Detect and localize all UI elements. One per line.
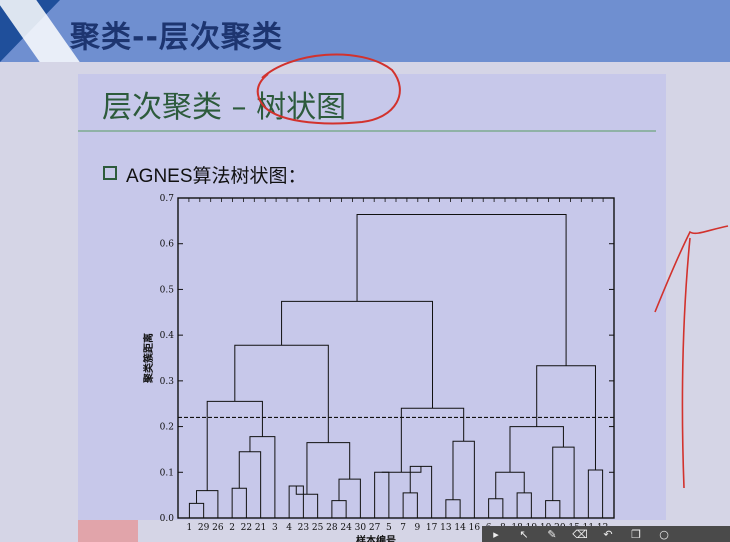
leaf-label: 14 — [454, 523, 466, 533]
title-band — [0, 0, 730, 62]
leaf-label: 26 — [212, 523, 224, 533]
slide-heading: 层次聚类 – 树状图 — [102, 90, 347, 125]
dendrogram-link — [552, 446, 575, 518]
bullet-text: AGNES算法树状图： — [126, 166, 307, 187]
dendrogram-link — [356, 213, 567, 366]
play-icon[interactable]: ▸ — [493, 527, 499, 541]
copy-icon[interactable]: ❐ — [631, 527, 641, 541]
pen-icon[interactable]: ✎ — [547, 527, 557, 541]
bullet-square-icon — [103, 166, 117, 180]
dendrogram-link — [409, 465, 433, 518]
leaf-label: 2 — [229, 523, 235, 533]
ink-stroke-annotation — [681, 237, 691, 489]
dendrogram-link — [374, 471, 390, 518]
y-tick-label: 0.1 — [160, 468, 174, 478]
leaf-label: 29 — [198, 523, 210, 533]
y-tick-label: 0.5 — [160, 285, 175, 295]
leaf-label: 7 — [400, 523, 406, 533]
more-icon[interactable]: ○ — [659, 527, 669, 541]
dendrogram-link — [587, 469, 604, 518]
presentation-toolbar: ▸ ↖ ✎ ⌫ ↶ ❐ ○ — [482, 526, 730, 542]
y-tick-label: 0.6 — [160, 240, 175, 250]
leaf-label: 22 — [241, 523, 252, 533]
leaf-label: 23 — [298, 523, 310, 533]
leaf-label: 17 — [426, 523, 438, 533]
y-tick-label: 0.4 — [160, 331, 175, 341]
dendrogram-link — [206, 400, 263, 491]
dendrogram-link — [445, 499, 461, 518]
y-axis-label: 聚类簇距离 — [142, 333, 155, 384]
dendrogram-link — [381, 466, 422, 473]
undo-icon[interactable]: ↶ — [603, 527, 613, 541]
leaf-label: 13 — [440, 523, 452, 533]
dendrogram-link — [281, 300, 434, 409]
dendrogram-link — [495, 471, 525, 499]
y-tick-label: 0.7 — [160, 194, 175, 204]
dendrogram-link — [509, 426, 564, 473]
slide-title: 聚类--层次聚类 — [70, 20, 283, 55]
y-tick-label: 0.3 — [160, 377, 175, 387]
dendrogram-link — [295, 486, 319, 518]
dendrogram-link — [402, 492, 418, 518]
dendrogram-link — [234, 344, 329, 443]
dendrogram-link — [238, 451, 262, 518]
plot-frame — [177, 197, 615, 519]
leaf-label: 5 — [386, 523, 392, 533]
leaf-label: 25 — [312, 523, 324, 533]
dendrogram-link — [331, 500, 347, 518]
dendrogram-link — [488, 498, 504, 518]
leaf-label: 30 — [355, 523, 367, 533]
leaf-label: 4 — [286, 523, 292, 533]
eraser-icon[interactable]: ⌫ — [572, 527, 588, 541]
heading-divider — [78, 130, 656, 132]
dendrogram-link — [249, 436, 276, 518]
slide-footer-strip — [78, 520, 138, 542]
dendrogram-link — [400, 407, 465, 473]
dendrogram-link — [196, 490, 219, 518]
dendrogram-link — [545, 500, 561, 518]
slide-panel — [78, 74, 666, 520]
leaf-label: 9 — [415, 523, 421, 533]
leaf-label: 28 — [326, 523, 338, 533]
leaf-label: 16 — [469, 523, 481, 533]
dendrogram-link — [306, 442, 351, 495]
dendrogram-link — [516, 492, 532, 518]
dendrogram-link — [338, 478, 361, 518]
leaf-label: 1 — [187, 523, 193, 533]
dendrogram-link — [452, 440, 475, 518]
dendrogram-link — [188, 502, 205, 518]
y-tick-label: 0.2 — [160, 423, 174, 433]
leaf-label: 27 — [369, 523, 381, 533]
leaf-label: 24 — [340, 523, 352, 533]
leaf-label: 3 — [272, 523, 278, 533]
pointer-icon[interactable]: ↖ — [519, 527, 529, 541]
x-axis-label: 样本编号 — [356, 534, 396, 542]
y-tick-label: 0.0 — [160, 514, 175, 524]
dendrogram-link — [231, 487, 247, 518]
leaf-label: 21 — [255, 523, 266, 533]
